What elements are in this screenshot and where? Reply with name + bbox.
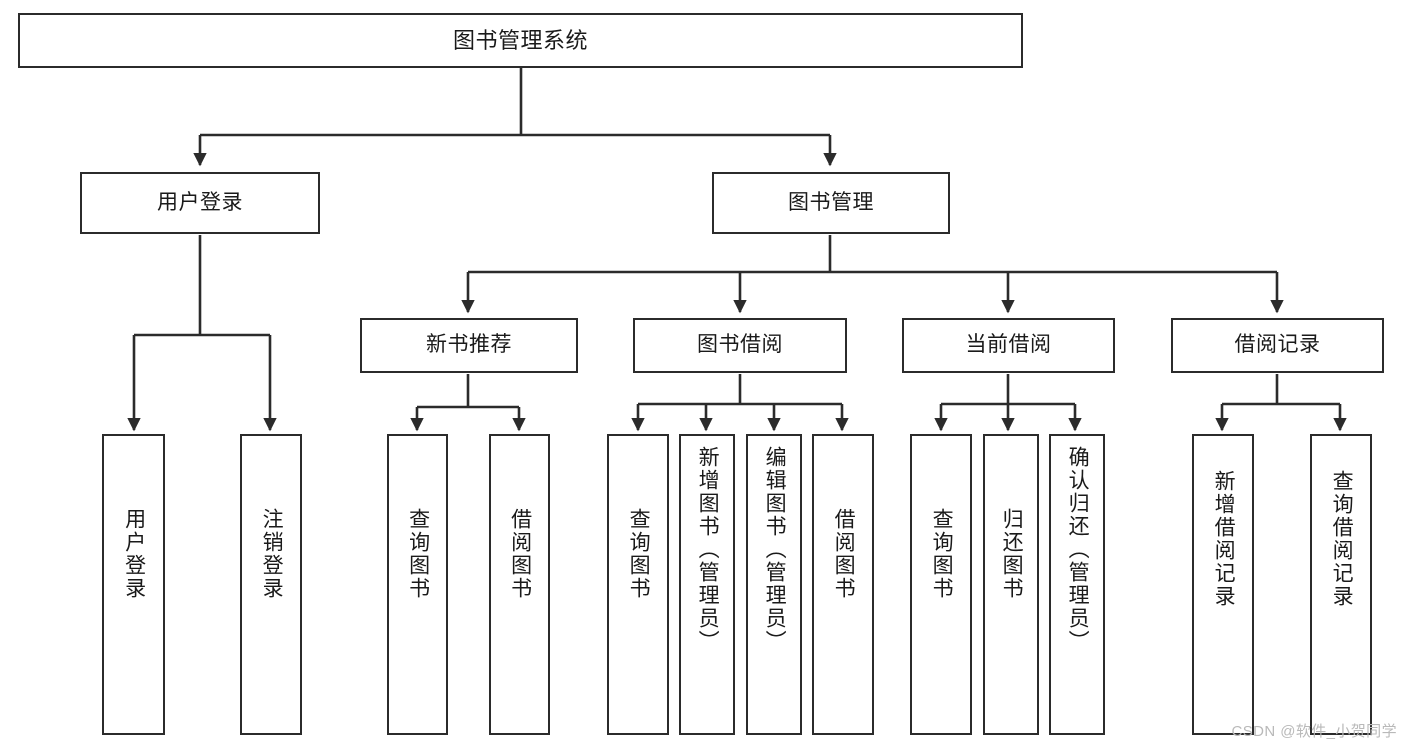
node-leaf-user-login-label: 用户登录 — [122, 508, 146, 600]
node-leaf-user-logout[interactable]: 注销登录 — [240, 434, 302, 735]
node-user-login[interactable]: 用户登录 — [80, 172, 320, 234]
node-leaf-return-book[interactable]: 归还图书 — [983, 434, 1039, 735]
node-leaf-query-borrow-record-label: 查询借阅记录 — [1330, 470, 1354, 608]
node-book-borrow[interactable]: 图书借阅 — [633, 318, 847, 373]
node-leaf-user-logout-label: 注销登录 — [260, 508, 284, 600]
node-leaf-query-book-current[interactable]: 查询图书 — [910, 434, 972, 735]
watermark: CSDN @软件_小贺同学 — [1231, 723, 1397, 740]
node-leaf-query-book-recommend[interactable]: 查询图书 — [387, 434, 448, 735]
node-leaf-query-book-borrow-label: 查询图书 — [627, 508, 651, 600]
node-leaf-query-book-current-label: 查询图书 — [930, 508, 954, 600]
node-current-borrow-label: 当前借阅 — [965, 333, 1052, 357]
node-leaf-borrow-book-recommend[interactable]: 借阅图书 — [489, 434, 550, 735]
node-leaf-borrow-book-borrow[interactable]: 借阅图书 — [812, 434, 874, 735]
node-root-system-label: 图书管理系统 — [452, 27, 588, 53]
node-leaf-borrow-book-recommend-label: 借阅图书 — [508, 508, 532, 600]
node-root-system[interactable]: 图书管理系统 — [18, 13, 1023, 68]
node-leaf-query-book-recommend-label: 查询图书 — [406, 508, 430, 600]
node-leaf-add-book[interactable]: 新增图书（管理员） — [679, 434, 735, 735]
node-leaf-add-borrow-record-label: 新增借阅记录 — [1212, 470, 1236, 608]
node-user-login-label: 用户登录 — [157, 190, 243, 214]
node-borrow-record-label: 借阅记录 — [1234, 333, 1321, 357]
node-leaf-edit-book[interactable]: 编辑图书（管理员） — [746, 434, 802, 735]
node-book-borrow-label: 图书借阅 — [697, 333, 783, 357]
node-leaf-add-borrow-record[interactable]: 新增借阅记录 — [1192, 434, 1254, 735]
node-new-book-recommend[interactable]: 新书推荐 — [360, 318, 578, 373]
node-book-manage-label: 图书管理 — [788, 190, 874, 214]
node-leaf-confirm-return-label: 确认归还（管理员） — [1066, 446, 1090, 653]
node-leaf-query-borrow-record[interactable]: 查询借阅记录 — [1310, 434, 1372, 735]
node-new-book-recommend-label: 新书推荐 — [426, 333, 512, 357]
node-leaf-return-book-label: 归还图书 — [1000, 508, 1024, 600]
node-borrow-record[interactable]: 借阅记录 — [1171, 318, 1384, 373]
node-leaf-query-book-borrow[interactable]: 查询图书 — [607, 434, 669, 735]
node-leaf-confirm-return[interactable]: 确认归还（管理员） — [1049, 434, 1105, 735]
node-leaf-add-book-label: 新增图书（管理员） — [696, 446, 720, 653]
node-current-borrow[interactable]: 当前借阅 — [902, 318, 1115, 373]
node-leaf-edit-book-label: 编辑图书（管理员） — [763, 446, 787, 653]
node-book-manage[interactable]: 图书管理 — [712, 172, 950, 234]
node-leaf-user-login[interactable]: 用户登录 — [102, 434, 165, 735]
node-leaf-borrow-book-borrow-label: 借阅图书 — [832, 508, 856, 600]
